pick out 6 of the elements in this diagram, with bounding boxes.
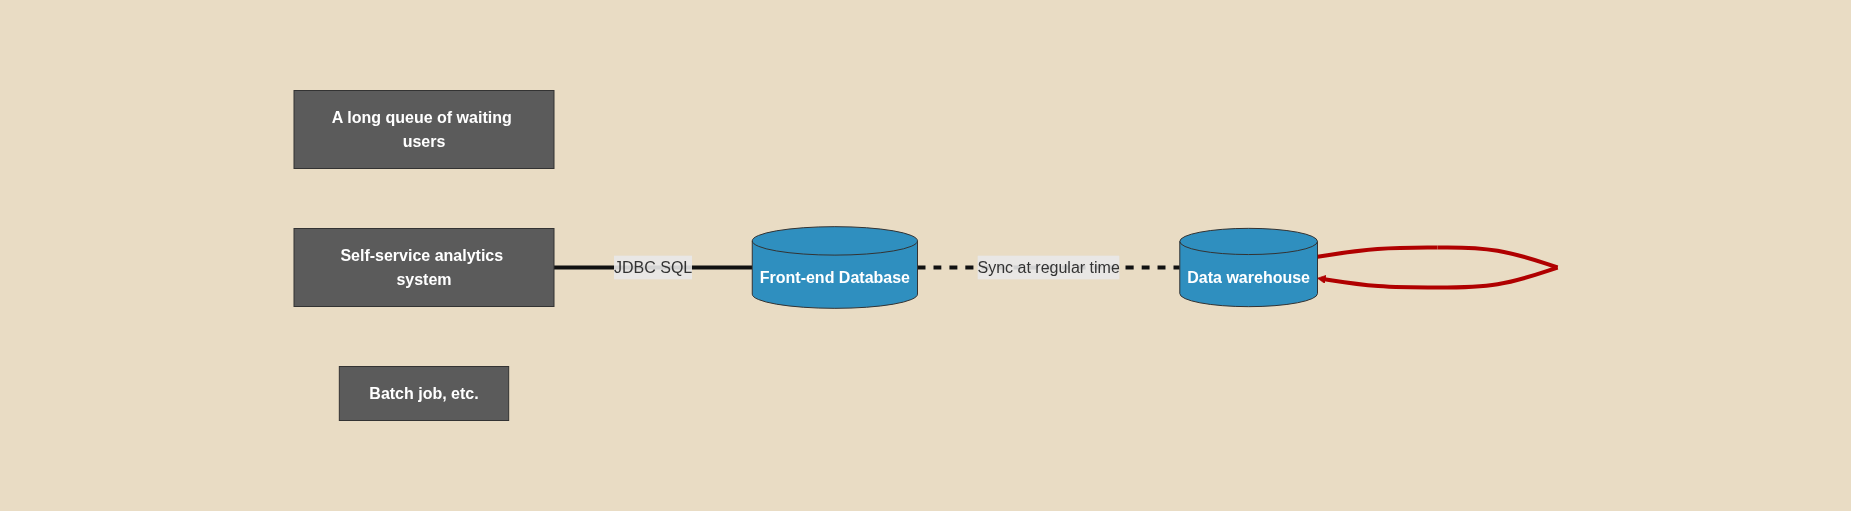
arrow: [1316, 245, 1558, 290]
node-box: Batch job, etc.: [338, 366, 509, 421]
edge-label: JDBC SQL: [613, 258, 692, 276]
node-box: A long queue of waiting users: [293, 90, 555, 169]
edge-label: Sync at regular time: [977, 258, 1120, 276]
node-box: Self-service analytics system: [293, 228, 555, 307]
